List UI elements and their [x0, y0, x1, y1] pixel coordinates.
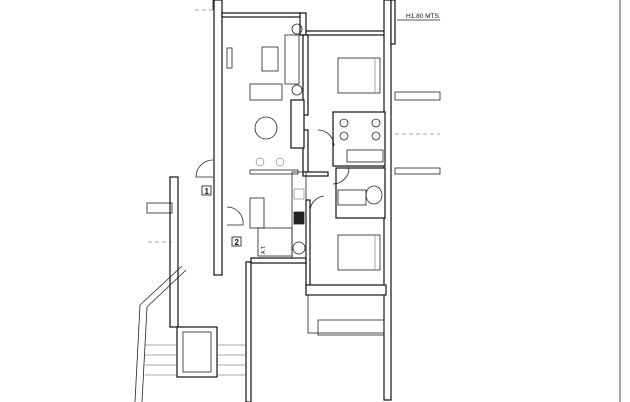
- doors: [195, 129, 350, 226]
- living-room-furniture: [226, 23, 303, 167]
- stair-core: [134, 265, 246, 402]
- kitchen: [249, 169, 307, 259]
- height-note-text: H1.80 MTS.: [406, 13, 441, 20]
- entrance-2-label: 2: [235, 238, 240, 247]
- kitchen-label: A.T.: [261, 245, 267, 254]
- exterior-walls: [169, 0, 396, 402]
- entrance-1-label: 1: [205, 187, 210, 196]
- terraces: [146, 9, 441, 336]
- entrance-2-marker: 2: [231, 236, 242, 247]
- interior-walls: [250, 34, 387, 296]
- bedroom-2: [337, 234, 381, 271]
- page-frame: [212, 0, 621, 402]
- bedroom-1: [337, 57, 381, 94]
- entrance-1-marker: 1: [201, 185, 212, 196]
- bathroom-fixtures: [337, 118, 384, 206]
- height-note: H1.80 MTS.: [397, 13, 441, 21]
